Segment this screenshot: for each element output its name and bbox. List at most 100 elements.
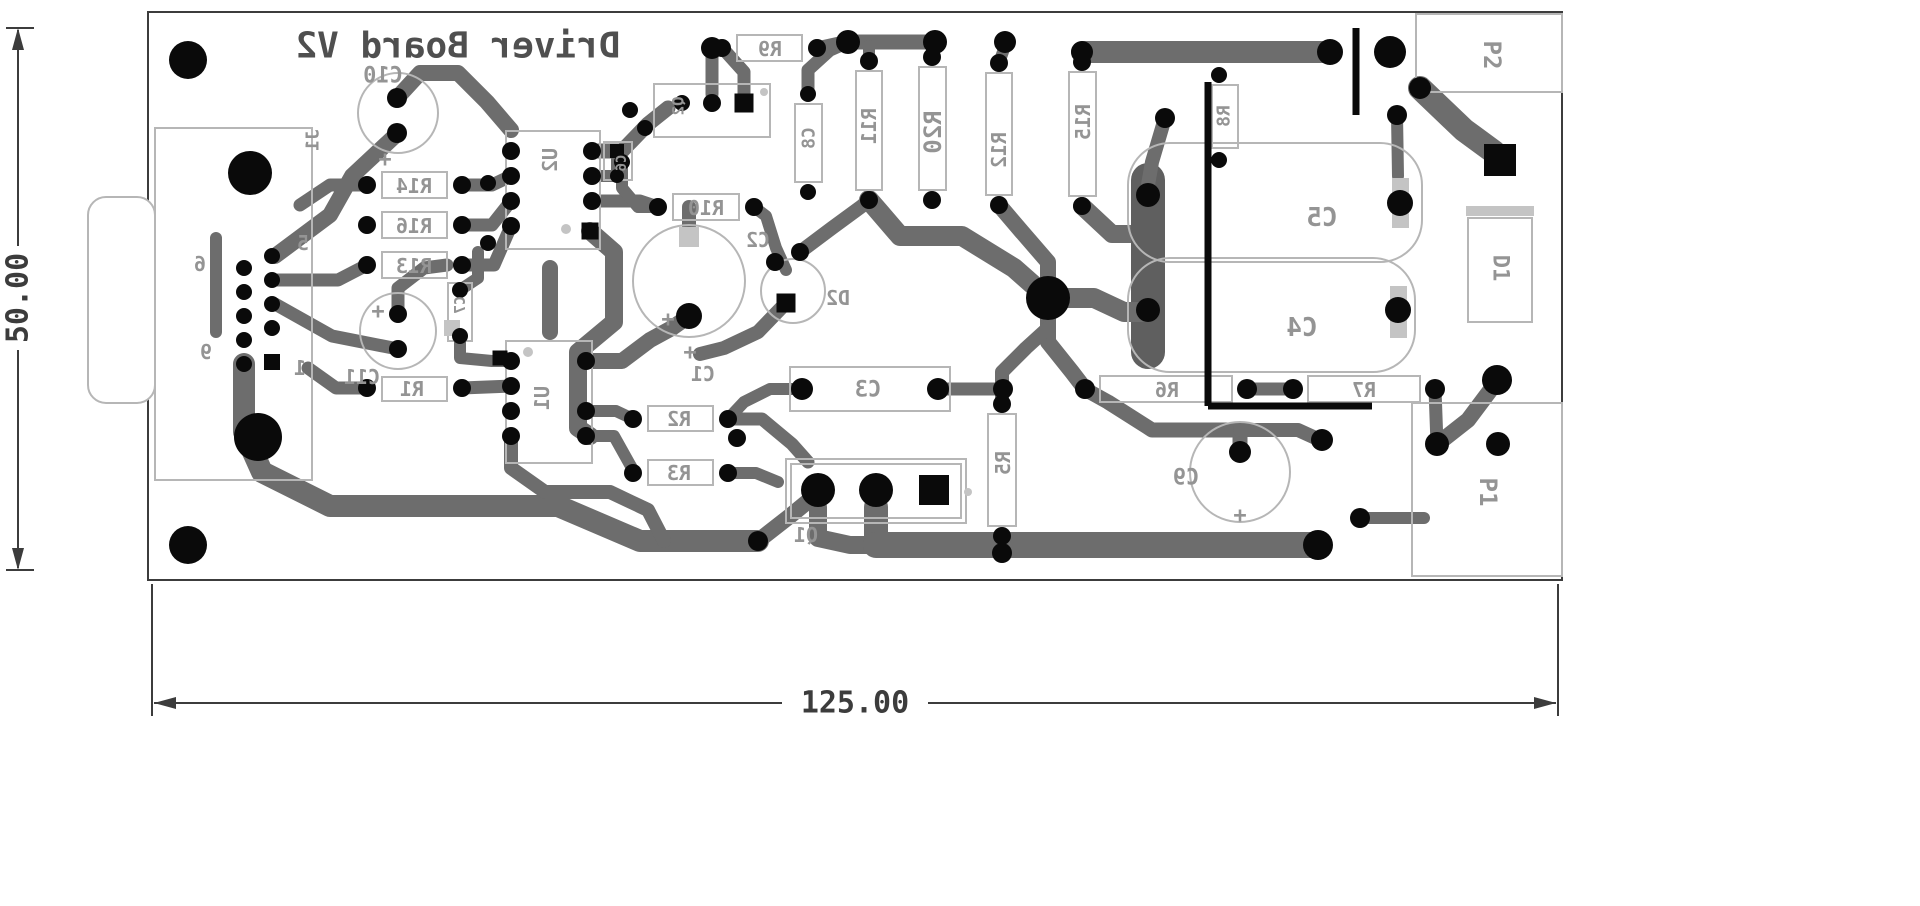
- ref-label-r8: R8: [1214, 105, 1235, 127]
- ref-label-p2: P2: [1478, 41, 1506, 70]
- solder-pad: [676, 303, 702, 329]
- copper-trace: [389, 65, 519, 138]
- c5-capacitor-outline: [1127, 142, 1423, 263]
- solder-pad: [502, 217, 520, 235]
- copper-trace: [268, 258, 374, 287]
- solder-pad: [169, 526, 207, 564]
- solder-pad: [1229, 441, 1251, 463]
- u1-ic-outline: [505, 340, 593, 464]
- ref-label-c3: C3: [855, 378, 882, 403]
- solder-pad: [480, 175, 496, 191]
- ref-label-u1: U1: [530, 386, 554, 410]
- solder-pad: [748, 531, 768, 551]
- solder-pad: [1155, 108, 1175, 128]
- c3-capacitor-outline: [789, 366, 951, 412]
- r14-resistor-outline: [381, 171, 448, 199]
- solder-pad: [577, 402, 595, 420]
- c8-capacitor-outline: [794, 103, 823, 183]
- solder-pad: [453, 176, 471, 194]
- ref-label-r7: R7: [1352, 378, 1376, 402]
- solder-pad: [1073, 53, 1091, 71]
- r6-resistor-outline: [1099, 375, 1233, 403]
- board-lines-layer: [1204, 28, 1372, 410]
- solder-pad: [387, 123, 407, 143]
- dim-arrow-down: [12, 548, 24, 570]
- pad-square: [492, 350, 508, 366]
- solder-pad: [624, 464, 642, 482]
- p2-connector-outline: [1415, 13, 1563, 93]
- q1-outline-inner: [790, 463, 962, 519]
- solder-pad: [502, 402, 520, 420]
- solder-pad: [923, 48, 941, 66]
- dim-height-label-bg: [2, 246, 32, 350]
- board-title: Driver Board V2: [295, 26, 620, 67]
- solder-pad: [719, 464, 737, 482]
- solder-pad: [502, 377, 520, 395]
- pad-bar: [1466, 206, 1534, 216]
- pad-square: [1484, 144, 1516, 176]
- solder-pad: [236, 284, 252, 300]
- solder-pad: [264, 296, 280, 312]
- solder-pad: [358, 176, 376, 194]
- r16-resistor-outline: [381, 211, 448, 239]
- solder-pad: [502, 192, 520, 210]
- solder-pad: [649, 198, 667, 216]
- p1-connector-outline: [1411, 402, 1563, 577]
- solder-pad: [993, 379, 1013, 399]
- solder-pad: [923, 191, 941, 209]
- solder-pad: [1283, 379, 1303, 399]
- solder-pad: [703, 94, 721, 112]
- r1-resistor-outline: [381, 376, 448, 402]
- solder-pad: [1303, 530, 1333, 560]
- solder-pad: [713, 39, 731, 57]
- solder-pad: [358, 216, 376, 234]
- solder-pad: [1350, 508, 1370, 528]
- solder-pad: [577, 427, 595, 445]
- polarity-plus-mark: +: [371, 300, 384, 325]
- dim-arrow-right: [1534, 697, 1556, 709]
- r12-resistor-outline: [985, 72, 1013, 196]
- d1-diode-outline: [1467, 217, 1533, 323]
- pad-square: [734, 93, 754, 113]
- solder-pad: [1136, 298, 1160, 322]
- r7-resistor-outline: [1307, 375, 1421, 403]
- copper-trace: [293, 178, 374, 212]
- dim-arrow-left: [154, 697, 176, 709]
- copper-trace: [455, 194, 518, 232]
- ref-label-r14: R14: [396, 174, 432, 198]
- silkscreen-dot: [760, 88, 768, 96]
- ref-label-c8: C8: [799, 127, 820, 149]
- copper-trace: [1038, 288, 1158, 322]
- solder-pad: [452, 328, 468, 344]
- ref-label-r16: R16: [396, 214, 432, 238]
- c4-capacitor-outline: [1127, 257, 1416, 373]
- r8-resistor-outline: [1211, 84, 1239, 149]
- ref-label-6: 6: [194, 252, 206, 276]
- ref-label-d1: D1: [1488, 255, 1513, 282]
- solder-pad: [800, 184, 816, 200]
- copper-trace: [1141, 111, 1172, 192]
- solder-pad: [1425, 432, 1449, 456]
- solder-pad: [674, 95, 690, 111]
- solder-pad: [745, 198, 763, 216]
- ref-label-c1: C1: [691, 362, 715, 386]
- ref-label-q1: Q1: [794, 523, 818, 547]
- ref-label-c9: C9: [1173, 466, 1200, 491]
- dim-width-label-bg: [782, 684, 928, 722]
- solder-pad: [1317, 39, 1343, 65]
- solder-pad: [236, 332, 252, 348]
- solder-pad: [1374, 36, 1406, 68]
- copper-trace: [301, 361, 374, 395]
- solder-pad: [452, 282, 468, 298]
- solder-pad: [236, 308, 252, 324]
- ref-label-r12: R12: [987, 132, 1011, 168]
- ref-label-r5: R5: [991, 451, 1015, 475]
- solder-pad: [728, 429, 746, 447]
- dimension-annotations: 50.00 125.00: [1, 27, 1559, 722]
- ref-label-c4: C4: [1286, 313, 1317, 343]
- solder-pad: [236, 356, 252, 372]
- ref-label-q2: Q2: [669, 96, 688, 115]
- d2-diode-outline: [760, 258, 826, 324]
